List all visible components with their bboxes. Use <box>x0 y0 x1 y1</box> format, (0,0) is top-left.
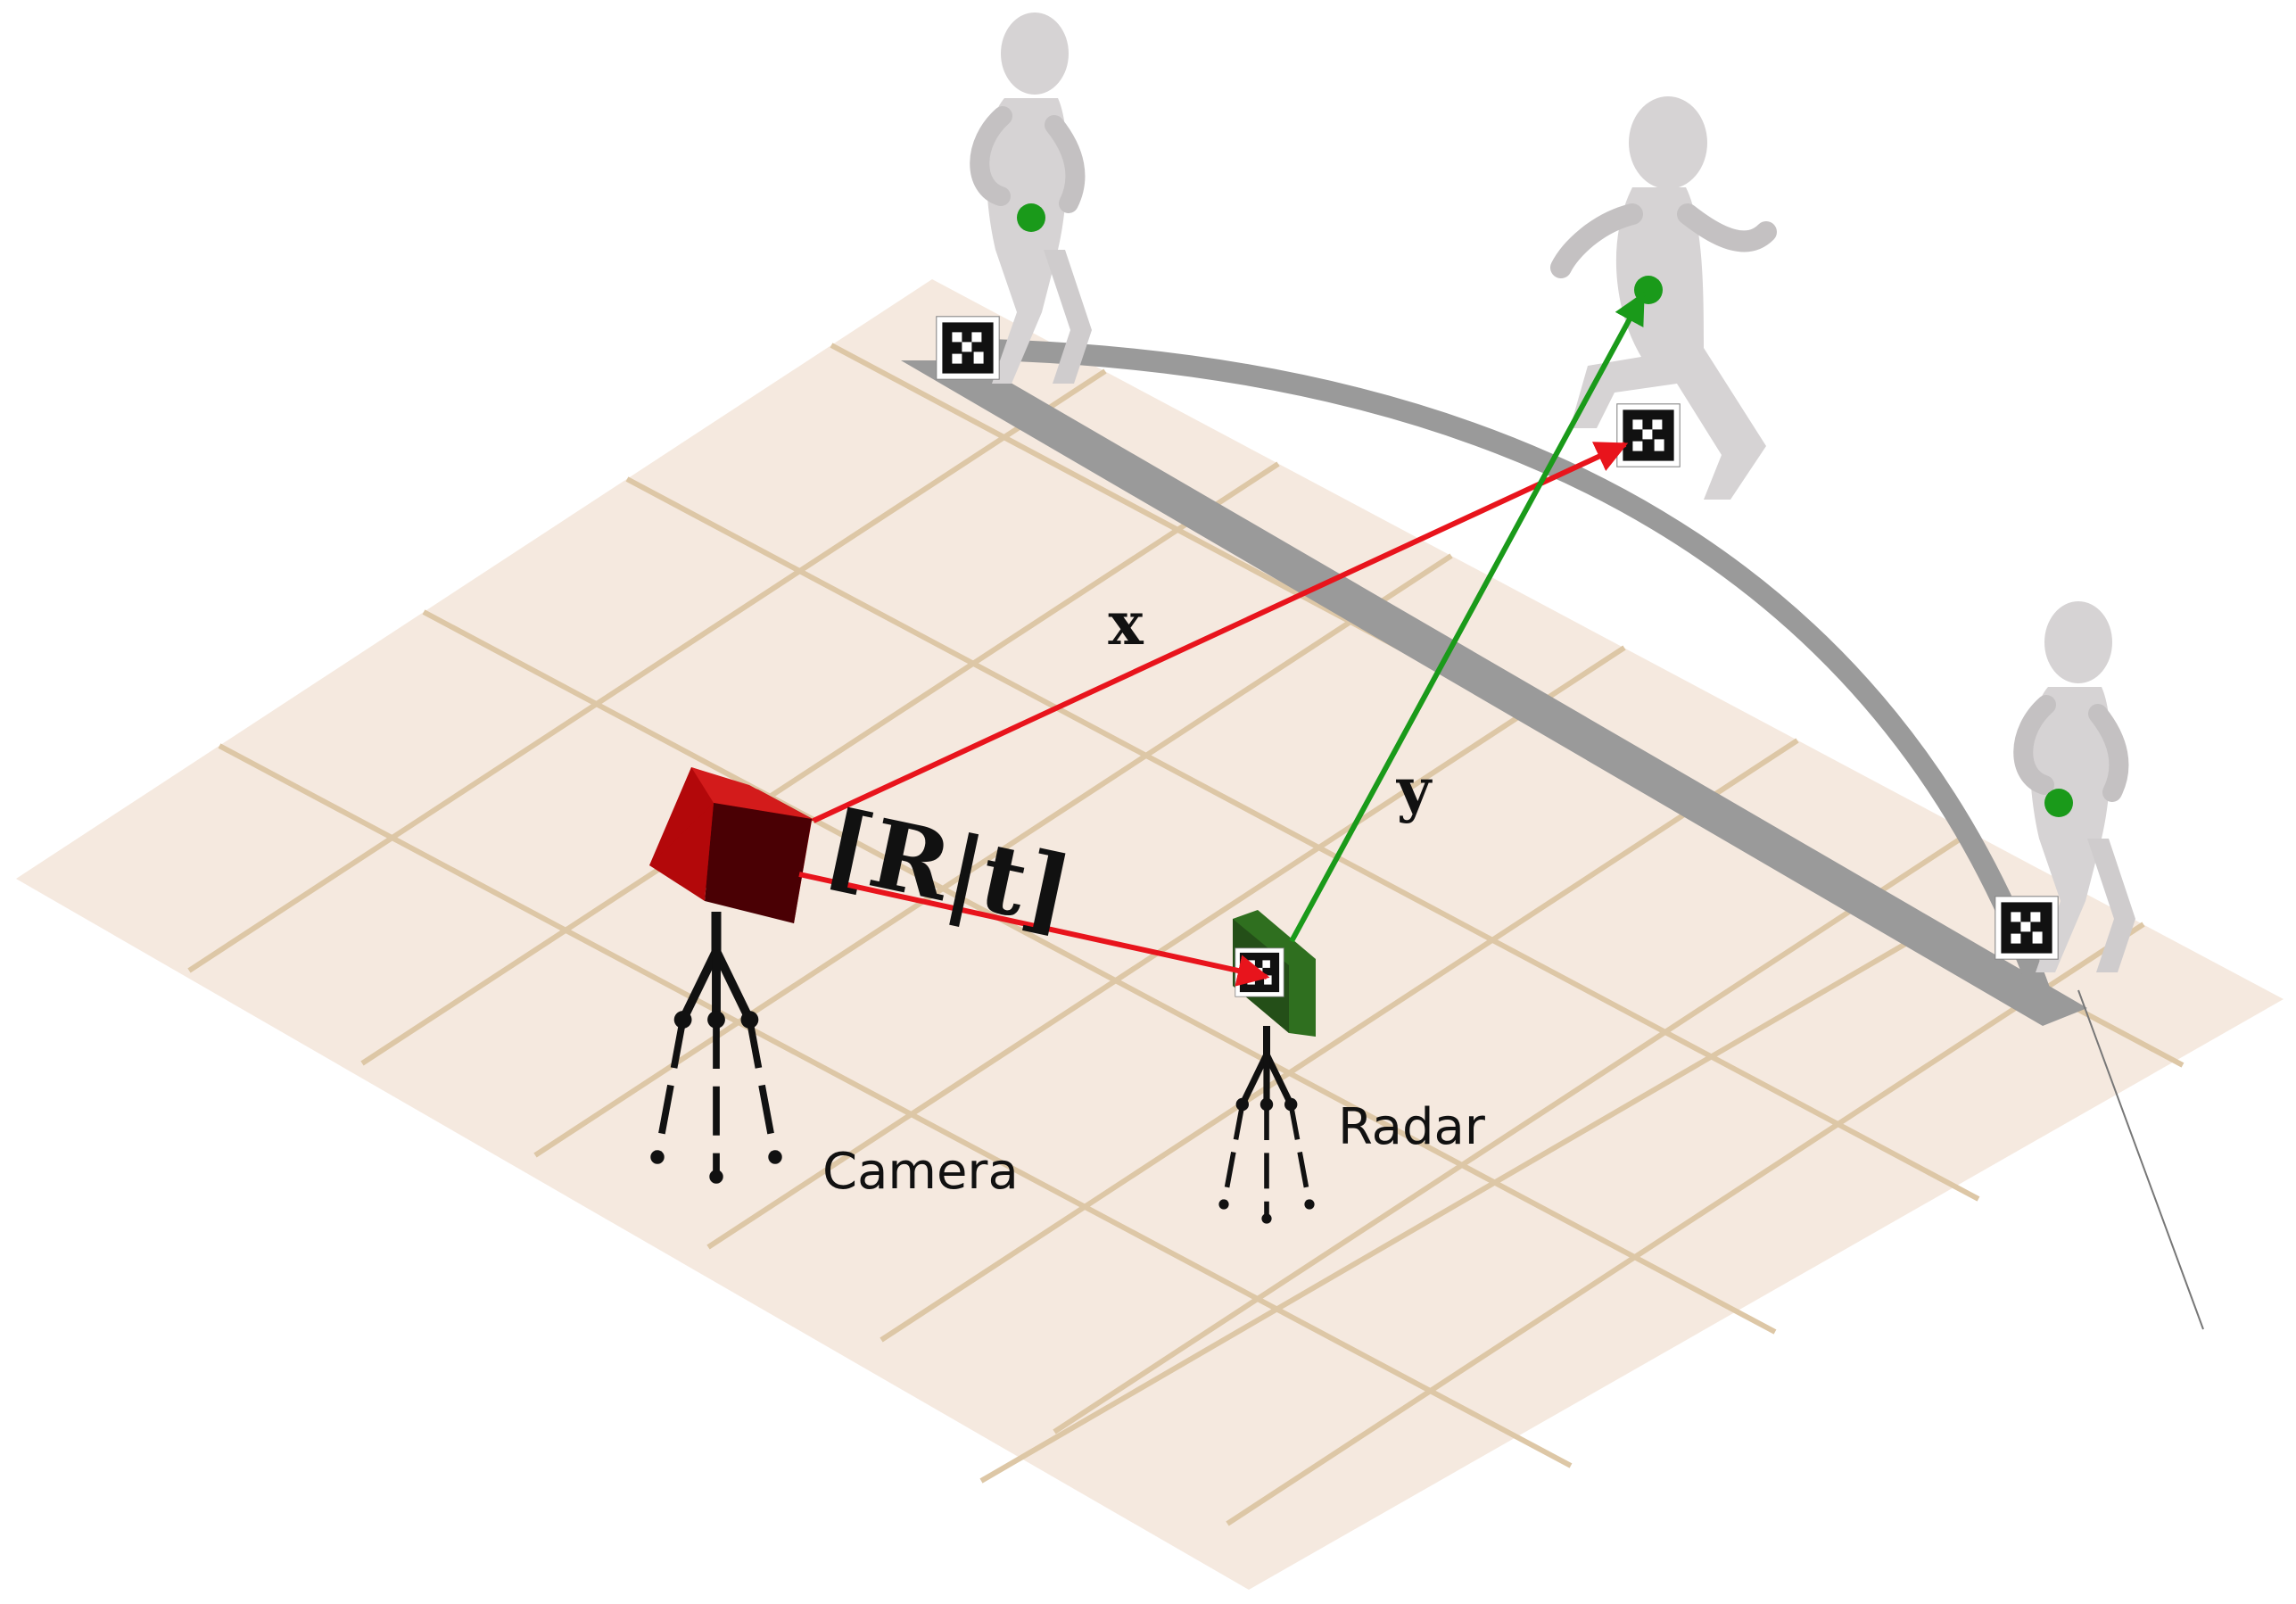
target-dot-right <box>2044 789 2073 817</box>
aruco-marker-center <box>1616 403 1681 467</box>
person-left <box>979 12 1092 384</box>
label-x: x <box>1108 589 1144 658</box>
person-right <box>2023 601 2135 972</box>
straight-track <box>901 360 2087 1026</box>
arc-track-extension <box>2077 989 2204 1330</box>
target-dot-left <box>1017 203 1045 232</box>
aruco-marker-left <box>936 316 1000 380</box>
aruco-marker-right <box>1995 896 2059 960</box>
camera-icon <box>649 767 816 923</box>
arrow-y <box>1289 291 1646 943</box>
label-camera: Camera <box>822 1143 1019 1201</box>
label-radar: Radar <box>1338 1098 1486 1156</box>
arrow-transform <box>798 872 1270 987</box>
floor-grid-plane <box>16 279 2284 1590</box>
arrow-x <box>812 442 1629 823</box>
arc-track <box>989 339 2053 1004</box>
person-center <box>1550 96 1777 500</box>
label-y: y <box>1396 755 1433 824</box>
